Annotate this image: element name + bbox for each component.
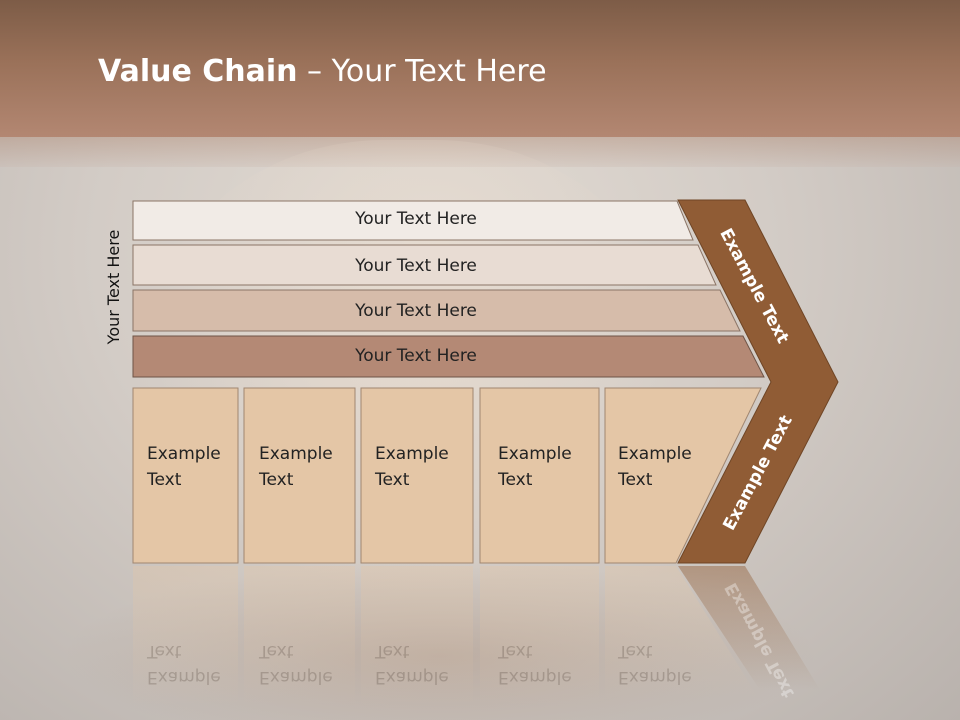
row-bar (132, 335, 765, 378)
column-label-reflection: Example Text (375, 638, 475, 690)
column-label-reflection: Example Text (147, 638, 247, 690)
column-label-line: Example (618, 444, 692, 464)
column-box (132, 387, 239, 564)
column-label: Example Text (259, 441, 359, 493)
column-box (360, 387, 474, 564)
column-label-line: Example (498, 444, 572, 464)
slide-title-bold: Value Chain (98, 54, 298, 89)
column-reflection (133, 566, 238, 706)
chevron-arrow (677, 199, 839, 564)
column-label-reflection: Example Text (618, 638, 718, 690)
row-label: Your Text Here (355, 301, 477, 321)
column-label-reflection-line: Text (498, 641, 533, 661)
column-label-reflection-line: Text (618, 641, 653, 661)
column-reflection (480, 566, 599, 706)
row-label: Your Text Here (355, 346, 477, 366)
column-box (479, 387, 600, 564)
column-label: Example Text (498, 441, 598, 493)
column-reflection (361, 566, 473, 706)
column-label-line: Text (147, 470, 182, 490)
row-bar (132, 289, 741, 332)
slide-title: Value Chain – Your Text Here (98, 54, 547, 89)
column-label-line: Text (618, 470, 653, 490)
column-reflection (605, 566, 760, 700)
column-label-line: Text (375, 470, 410, 490)
column-label: Example Text (618, 441, 718, 493)
column-label-line: Example (375, 444, 449, 464)
column-label-reflection-line: Text (147, 641, 182, 661)
column-label-reflection-line: Text (259, 641, 294, 661)
row-bar (132, 244, 717, 286)
column-box (604, 387, 762, 564)
column-label-reflection-line: Example (259, 667, 333, 687)
column-label-reflection-line: Text (375, 641, 410, 661)
row-bar (132, 200, 694, 241)
column-label-reflection-line: Example (375, 667, 449, 687)
column-label-reflection-line: Example (618, 667, 692, 687)
column-label: Example Text (147, 441, 247, 493)
chevron-reflection (678, 566, 820, 690)
column-label-line: Example (259, 444, 333, 464)
row-label: Your Text Here (355, 256, 477, 276)
row-label: Your Text Here (355, 209, 477, 229)
column-label-reflection-line: Example (498, 667, 572, 687)
column-reflection (244, 566, 355, 706)
column-label-reflection: Example Text (259, 638, 359, 690)
column-box (243, 387, 356, 564)
column-label-reflection-line: Example (147, 667, 221, 687)
column-label-line: Text (259, 470, 294, 490)
column-label-line: Example (147, 444, 221, 464)
column-label-reflection: Example Text (498, 638, 598, 690)
column-label-line: Text (498, 470, 533, 490)
title-band (0, 0, 960, 137)
column-label: Example Text (375, 441, 475, 493)
slide-title-rest: – Your Text Here (297, 54, 547, 89)
